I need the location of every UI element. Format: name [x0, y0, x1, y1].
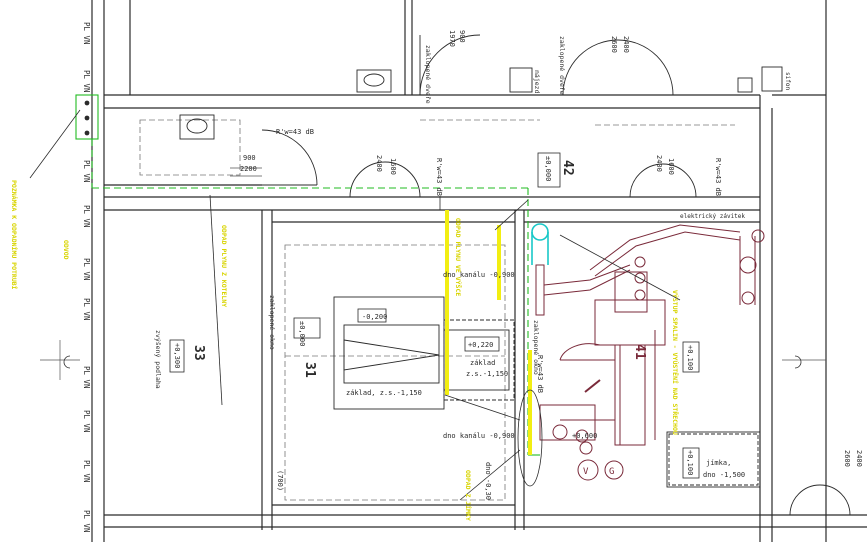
gas-label: PL VN [82, 160, 91, 183]
room-33-level: +0,300 [173, 343, 181, 368]
room-42-number: 42 [560, 160, 575, 176]
level-600: +0,600 [572, 432, 597, 440]
jimka-box [666, 431, 761, 488]
svg-text:V: V [583, 467, 589, 477]
sanitary-fixtures [179, 66, 783, 140]
maroon-glyphs: V G [583, 467, 614, 477]
section-marks [63, 355, 802, 369]
zaklopene-okno-label: zaklopené okno [532, 320, 540, 375]
room-41-number: 41 [632, 344, 647, 360]
yellow-marker-lines [445, 210, 532, 455]
svg-text:G: G [609, 467, 614, 477]
rw-label-mid: R'w=43 dB [435, 158, 443, 196]
room-31-slab: zaklopené okno [268, 295, 276, 350]
room-labels: 42 ±0,000 33 +0,300 zvýšený podlaha 31 ±… [154, 156, 694, 389]
door-mid-width: 1600 [389, 158, 397, 175]
double-door-height: 2600 [610, 36, 618, 53]
dno-kanalu-bottom: dno kanálu -0,900 [443, 432, 515, 440]
zaklad-left: základ, z.s.-1,150 [346, 389, 422, 397]
room-33-number: 33 [191, 345, 206, 361]
room-31-level: ±0,000 [298, 321, 306, 346]
jimka-level: +0,100 [686, 450, 694, 475]
zaklad-right: základ [470, 359, 495, 367]
annotations: R'w=43 dB R'w=43 dB R'w=43 dB R'w=43 dB … [240, 30, 863, 500]
door-top-width: 900 [458, 30, 466, 43]
walls [91, 0, 867, 542]
foundation-blocks [333, 296, 515, 410]
gas-label: PL VN [82, 205, 91, 228]
zaklopene-dvere-label-2: zaklopené dveře [558, 36, 566, 95]
boiler-equipment [535, 224, 765, 481]
yellow-note-bottom-right: ODPAD Z JÍMKY [464, 470, 473, 521]
gas-label: PL VN [82, 298, 91, 321]
gas-label: PL VN [82, 410, 91, 433]
sifon-label: sifon [784, 72, 791, 90]
yellow-note-center: ODPAD PLYNU VE VÝŠCE [454, 218, 463, 296]
zaklopene-dvere-label: zaklopené dveře [424, 45, 432, 104]
gas-label: PL VN [82, 460, 91, 483]
far-right-door-height: 2600 [843, 450, 851, 467]
gas-label: PL VN [82, 510, 91, 533]
yellow-note-diagonal: VÝSTUP SPALIN - VYÚSTĚNÍ NAD STŘECHOU [671, 290, 680, 435]
rw-label-vertical: R'w=43 dB [536, 355, 544, 393]
gas-label: PL VN [82, 366, 91, 389]
gas-label: PL VN [82, 70, 91, 93]
level-minus-200: -0,200 [362, 313, 387, 321]
jimka-label-2: dno -1,500 [703, 471, 745, 479]
room-41-level: +0,100 [686, 345, 694, 370]
door-left-height: 2200 [240, 165, 257, 173]
door-right-height: 2400 [655, 155, 663, 172]
level-220: +0,220 [468, 341, 493, 349]
dimension-marks [40, 167, 826, 380]
yellow-note-mid: ODPAD PLYNU Z KOTELNY [220, 225, 228, 307]
najezd-label: nájezd [533, 70, 541, 94]
rw-label-left: R'w=43 dB [276, 128, 314, 136]
door-mid-height: 2400 [375, 155, 383, 172]
room-42-level: ±0,000 [544, 156, 552, 181]
dno-kanalu-top: dno kanálu -0,900 [443, 271, 515, 279]
dashed-outlines [139, 119, 735, 501]
zaklad-right-2: z.s.-1,150 [466, 370, 508, 378]
gas-line-markers: PL VN PL VN PL VN PL VN PL VN PL VN PL V… [82, 22, 91, 533]
dim-700-label: (700) [276, 470, 284, 491]
leader-lines [29, 109, 681, 501]
yellow-note-left: POZNÁMKA K ODPADNÍMU POTRUBÍ [10, 180, 19, 290]
yellow-note-left-2: ODVOD [62, 240, 70, 260]
dno-030-label: dno -0,30 [484, 462, 492, 500]
chimney-outline [531, 223, 549, 265]
level-boxes [169, 152, 700, 479]
room-33-note: zvýšený podlaha [154, 330, 162, 389]
far-right-door-width: 2400 [855, 450, 863, 467]
double-door-width: 2400 [622, 36, 630, 53]
gas-label: PL VN [82, 22, 91, 45]
yellow-notes: POZNÁMKA K ODPADNÍMU POTRUBÍ ODVOD ODPAD… [10, 180, 680, 521]
gas-label: PL VN [82, 258, 91, 281]
door-top-height: 1970 [448, 30, 456, 47]
door-left-width: 900 [243, 154, 256, 162]
elektricky-zavitek-label: elektrický závitek [680, 213, 745, 220]
gas-valves [84, 100, 90, 136]
door-right-width: 1600 [667, 158, 675, 175]
doors [261, 34, 851, 516]
room-31-number: 31 [302, 362, 317, 378]
rw-label-right: R'w=43 dB [714, 158, 722, 196]
jimka-label: jímka, [706, 459, 731, 467]
